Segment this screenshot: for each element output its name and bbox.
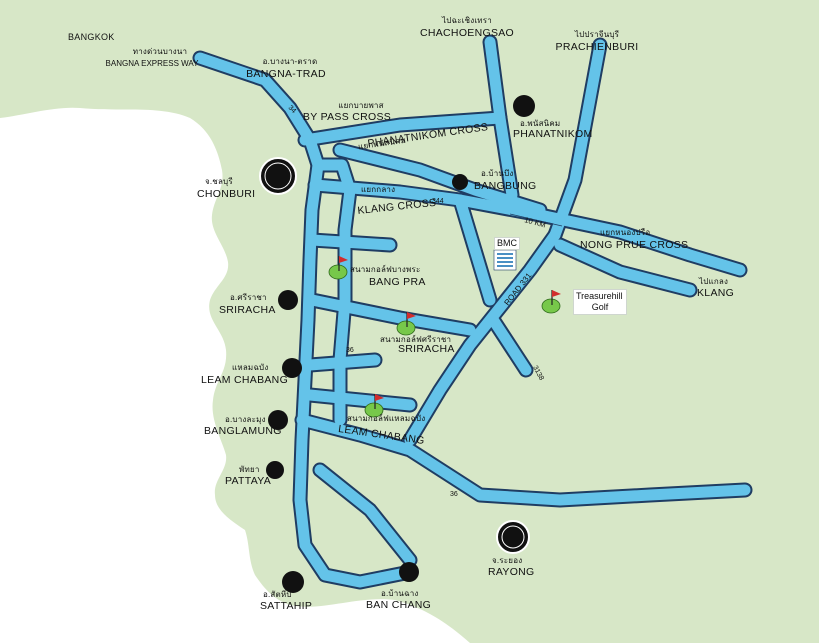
label-klang-cross-thai: แยกกลาง [361, 185, 396, 194]
city-markers [259, 95, 535, 593]
label-sriracha: SRIRACHA [219, 304, 276, 316]
label-rayong-thai: จ.ระยอง [492, 556, 523, 565]
city-icon-phanatnikom [513, 95, 535, 117]
label-bangbung: BANGBUNG [474, 180, 537, 192]
label-pattaya-thai: พัทยา [239, 465, 260, 474]
bmc-label: BMC [494, 237, 520, 250]
road-36a-label: 36 [346, 347, 354, 354]
road-34-label: 34 [287, 104, 298, 115]
city-icon-rayong-ring [501, 525, 525, 549]
label-sriracha-golf: SRIRACHA [398, 343, 455, 355]
label-leam-chabang-golf-thai: สนามกอล์ฟแหลมฉบัง [347, 414, 426, 423]
label-banglamung: BANGLAMUNG [204, 425, 282, 437]
treasurehill-golf-label: Treasurehill Golf [573, 289, 627, 315]
label-banglamung-thai: อ.บางละมุง [225, 415, 266, 424]
city-icon-ban-chang [399, 562, 419, 582]
label-chonburi-thai: จ.ชลบุรี [205, 177, 233, 186]
label-sriracha-golf-thai: สนามกอล์ฟศรีราชา [380, 335, 452, 344]
label-klang: KLANG [697, 287, 735, 299]
label-bypass-cross: BY PASS CROSS [302, 111, 392, 123]
label-sattahip-thai: อ.สัตหีบ [263, 590, 292, 599]
city-icon-chonburi-ring [264, 162, 292, 190]
label-sattahip: SATTAHIP [260, 600, 313, 612]
distance-marker [509, 213, 563, 227]
label-prachienburi: PRACHIENBURI [555, 41, 639, 53]
label-phanatnikom: PHANATNIKOM [513, 128, 593, 140]
label-ban-chang: BAN CHANG [366, 599, 432, 611]
label-pattaya: PATTAYA [225, 475, 272, 487]
city-icon-sattahip [282, 571, 304, 593]
label-klang-thai: ไปแกลง [699, 277, 729, 286]
label-chachoengsao: CHACHOENGSAO [419, 27, 515, 39]
city-icon-bangbung [452, 174, 468, 190]
city-icon-sriracha [278, 290, 298, 310]
label-leam-chabang-thai: แหลมฉบัง [232, 363, 269, 372]
city-icon-leam-chabang [282, 358, 302, 378]
building-icon [493, 249, 517, 271]
label-chonburi: CHONBURI [197, 188, 256, 200]
city-icon-pattaya [266, 461, 284, 479]
label-ban-chang-thai: อ.บ้านฉาง [381, 589, 419, 598]
label-bypass-thai: แยกบายพาส [338, 101, 384, 110]
label-bangna-thai: ทางด่วนบางนา [132, 47, 188, 56]
label-bang-pra: BANG PRA [369, 276, 426, 288]
label-bangna-trad-thai: อ.บางนา-ตราด [262, 57, 318, 66]
treasurehill-golf: Golf [591, 302, 609, 312]
road-network [192, 34, 753, 590]
label-bangna-trad: BANGNA-TRAD [246, 68, 326, 80]
label-rayong: RAYONG [488, 566, 535, 578]
label-prachienburi-thai: ไปปราจีนบุรี [574, 30, 620, 39]
label-leam-chabang: LEAM CHABANG [201, 374, 289, 386]
treasurehill-name: Treasurehill [576, 291, 623, 301]
label-nong-prue-cross: NONG PRUE CROSS [580, 239, 689, 251]
road-36b-label: 36 [450, 491, 458, 498]
place-bangkok: BANGKOK [68, 32, 115, 42]
label-bangbung-thai: อ.บ้านบึง [481, 169, 514, 178]
label-nong-prue-thai: แยกหนองปรือ [600, 228, 651, 237]
label-bang-pra-golf-thai: สนามกอล์ฟบางพระ [350, 265, 421, 274]
label-phanatnikom-thai: อ.พนัสนิคม [520, 119, 561, 128]
label-chachoengsao-thai: ไปฉะเชิงเทรา [442, 16, 492, 25]
label-bangna-expressway: BANGNA EXPRESS WAY [105, 59, 199, 68]
city-icon-banglamung [268, 410, 288, 430]
label-sriracha-thai: อ.ศรีราชา [230, 293, 267, 302]
road-344-label: 344 [432, 198, 444, 205]
